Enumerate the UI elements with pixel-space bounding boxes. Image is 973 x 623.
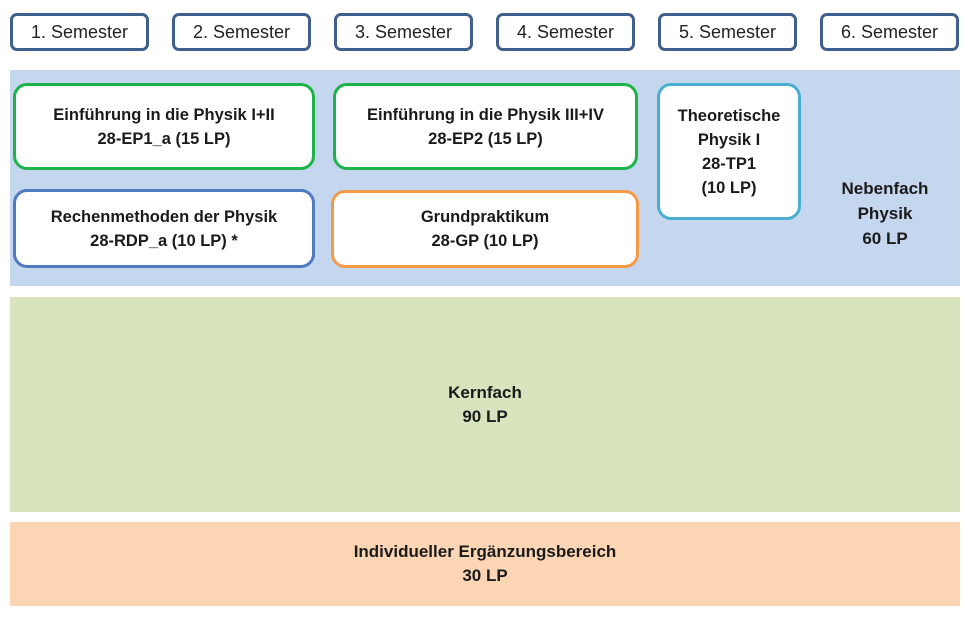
module-tp1-title-line2: Physik I <box>697 130 761 149</box>
module-tp1-code: 28-TP1 <box>701 154 757 173</box>
kernfach-name: Kernfach <box>448 382 522 402</box>
semester-2-label: 2. Semester <box>172 13 311 51</box>
nebenfach-label: Nebenfach Physik 60 LP <box>820 176 950 251</box>
module-gp-title: Grundpraktikum <box>420 208 550 226</box>
nebenfach-subject: Physik <box>857 204 913 223</box>
module-ep1-code: 28-EP1_a (15 LP) <box>97 129 231 148</box>
module-rdp-code: 28-RDP_a (10 LP) * <box>90 231 238 250</box>
module-ep2-title: Einführung in die Physik III+IV <box>367 105 604 124</box>
module-tp1: Theoretische Physik I 28-TP1 (10 LP) <box>657 83 801 220</box>
module-gp-code: 28-GP (10 LP) <box>431 232 539 250</box>
ergaenzung-name: Individueller Ergänzungsbereich <box>353 542 617 561</box>
module-ep1: Einführung in die Physik I+II 28-EP1_a (… <box>13 83 315 170</box>
semester-6-label: 6. Semester <box>820 13 959 51</box>
module-ep1-title: Einführung in die Physik I+II <box>53 105 275 124</box>
kernfach-credits: 90 LP <box>462 406 508 426</box>
semester-1-label: 1. Semester <box>10 13 149 51</box>
module-rdp: Rechenmethoden der Physik 28-RDP_a (10 L… <box>13 189 315 268</box>
semester-3-label: 3. Semester <box>334 13 473 51</box>
module-tp1-credits: (10 LP) <box>701 178 757 197</box>
ergaenzung-credits: 30 LP <box>462 566 508 585</box>
nebenfach-name: Nebenfach <box>841 179 929 198</box>
module-ep2-code: 28-EP2 (15 LP) <box>428 129 543 148</box>
module-tp1-title-line1: Theoretische <box>677 106 781 125</box>
ergaenzung-band: Individueller Ergänzungsbereich 30 LP <box>10 522 960 606</box>
semester-4-label: 4. Semester <box>496 13 635 51</box>
module-gp: Grundpraktikum 28-GP (10 LP) <box>331 190 639 268</box>
module-rdp-title: Rechenmethoden der Physik <box>50 207 278 226</box>
nebenfach-credits: 60 LP <box>862 229 908 248</box>
kernfach-band: Kernfach 90 LP <box>10 297 960 512</box>
module-ep2: Einführung in die Physik III+IV 28-EP2 (… <box>333 83 638 170</box>
semester-5-label: 5. Semester <box>658 13 797 51</box>
